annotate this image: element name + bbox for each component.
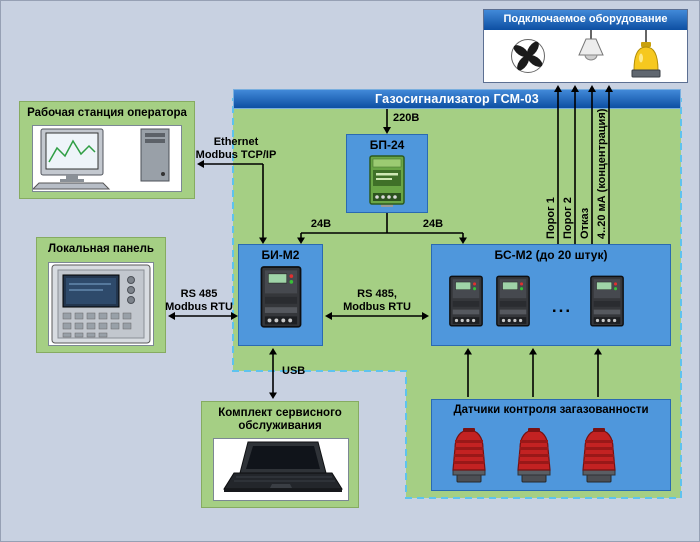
bs-ellipsis: ...	[551, 297, 573, 316]
bs-module-icon	[496, 275, 530, 327]
local-panel-panel	[48, 262, 154, 346]
local-panel-box: Локальная панель	[36, 237, 166, 353]
fan-icon	[511, 39, 545, 73]
system-title: Газосигнализатор ГСМ-03	[233, 89, 681, 109]
bi-box: БИ-М2	[238, 244, 323, 346]
label-4-20ma: 4..20 мА (концентрация)	[596, 108, 608, 239]
gas-sensor-icon	[452, 428, 486, 483]
sensors-label: Датчики контроля загазованности	[453, 404, 649, 416]
bi-module-icon	[260, 266, 301, 328]
bi-label: БИ-М2	[261, 248, 300, 262]
equipment-title: Подключаемое оборудование	[484, 10, 687, 30]
label-porog-1: Порог 1	[545, 197, 557, 239]
control-panel-icon	[51, 264, 151, 344]
psu-box: БП-24	[346, 134, 428, 213]
local-panel-title: Локальная панель	[48, 243, 154, 255]
bs-module-icon	[449, 275, 483, 327]
label-rs485-left: RS 485 Modbus RTU	[165, 288, 233, 313]
service-kit-title: Комплект сервисного обслуживания	[218, 407, 342, 432]
bs-module-icon	[590, 275, 624, 327]
signal-lamp-icon	[578, 30, 604, 61]
service-kit-box: Комплект сервисного обслуживания	[201, 401, 359, 508]
beacon-icon	[631, 30, 661, 78]
label-usb: USB	[282, 365, 306, 377]
desktop-computer-icon	[33, 128, 170, 190]
gas-sensor-icon	[517, 428, 551, 483]
bs-box: БС-М2 (до 20 штук) ...	[431, 244, 671, 346]
psu-module-icon	[369, 155, 405, 207]
label-porog-2: Порог 2	[562, 197, 574, 239]
label-24v-left: 24В	[310, 218, 332, 230]
laptop-icon	[223, 441, 343, 492]
bs-label: БС-М2 (до 20 штук)	[494, 248, 608, 262]
sensors-box: Датчики контроля загазованности	[431, 399, 671, 491]
label-220v: 220В	[393, 112, 420, 124]
workstation-panel	[32, 125, 182, 192]
workstation-box: Рабочая станция оператора	[19, 101, 195, 199]
label-rs485-mid: RS 485, Modbus RTU	[343, 288, 411, 313]
workstation-title: Рабочая станция оператора	[27, 107, 187, 119]
equipment-box: Подключаемое оборудование	[483, 9, 688, 83]
service-kit-panel	[213, 438, 349, 501]
equipment-icons	[511, 30, 661, 78]
label-ethernet: Ethernet Modbus TCP/IP	[195, 136, 277, 161]
psu-label: БП-24	[369, 138, 405, 152]
label-24v-right: 24В	[422, 218, 444, 230]
gas-sensor-icon	[582, 428, 616, 483]
label-otkaz: Отказ	[579, 207, 591, 239]
